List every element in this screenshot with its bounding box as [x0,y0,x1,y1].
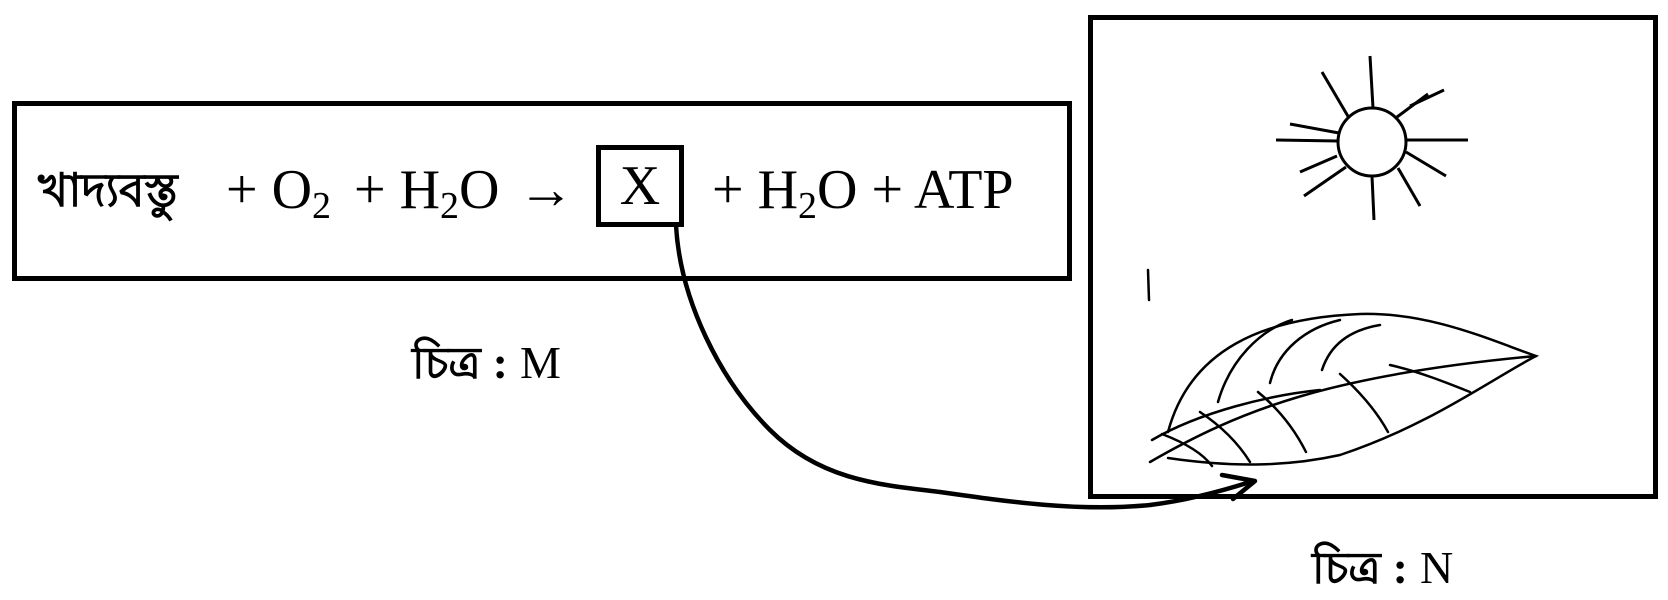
product-x-box: X [596,145,684,227]
water-reactant-term: + H2O [354,155,500,227]
caption-n: চিত্র:N [1312,535,1453,600]
caption-n-word: চিত্র [1312,543,1381,594]
connector-arrow [673,222,1258,510]
oxygen-prefix: + O [226,159,313,221]
caption-n-colon: : [1392,542,1408,593]
equation-box [12,101,1072,281]
oxygen-term: + O2 [226,155,332,227]
reactant-food-label: খাদ্যবস্তু [38,163,178,217]
leaf-midrib [1148,354,1538,464]
sun-icon [1275,55,1468,221]
reaction-arrow: → [518,159,574,221]
caption-m-colon: : [492,337,508,388]
caption-m: চিত্র:M [412,330,561,403]
water-reactant-prefix: + H [354,159,441,221]
water-product-prefix: + H [712,159,799,221]
water-product-subscript: 2 [798,185,818,227]
water-reactant-suffix: O [459,159,500,221]
water-reactant-subscript: 2 [440,185,460,227]
caption-n-letter: N [1420,542,1454,593]
products-term: + H2O + ATP [712,155,1014,227]
caption-m-letter: M [520,337,561,388]
figure-n-box [1088,15,1658,499]
leaf-icon [1146,268,1540,468]
water-product-suffix: O + ATP [817,159,1014,221]
caption-m-word: চিত্র [412,338,481,389]
product-x-label: X [619,155,661,217]
oxygen-subscript: 2 [312,185,332,227]
